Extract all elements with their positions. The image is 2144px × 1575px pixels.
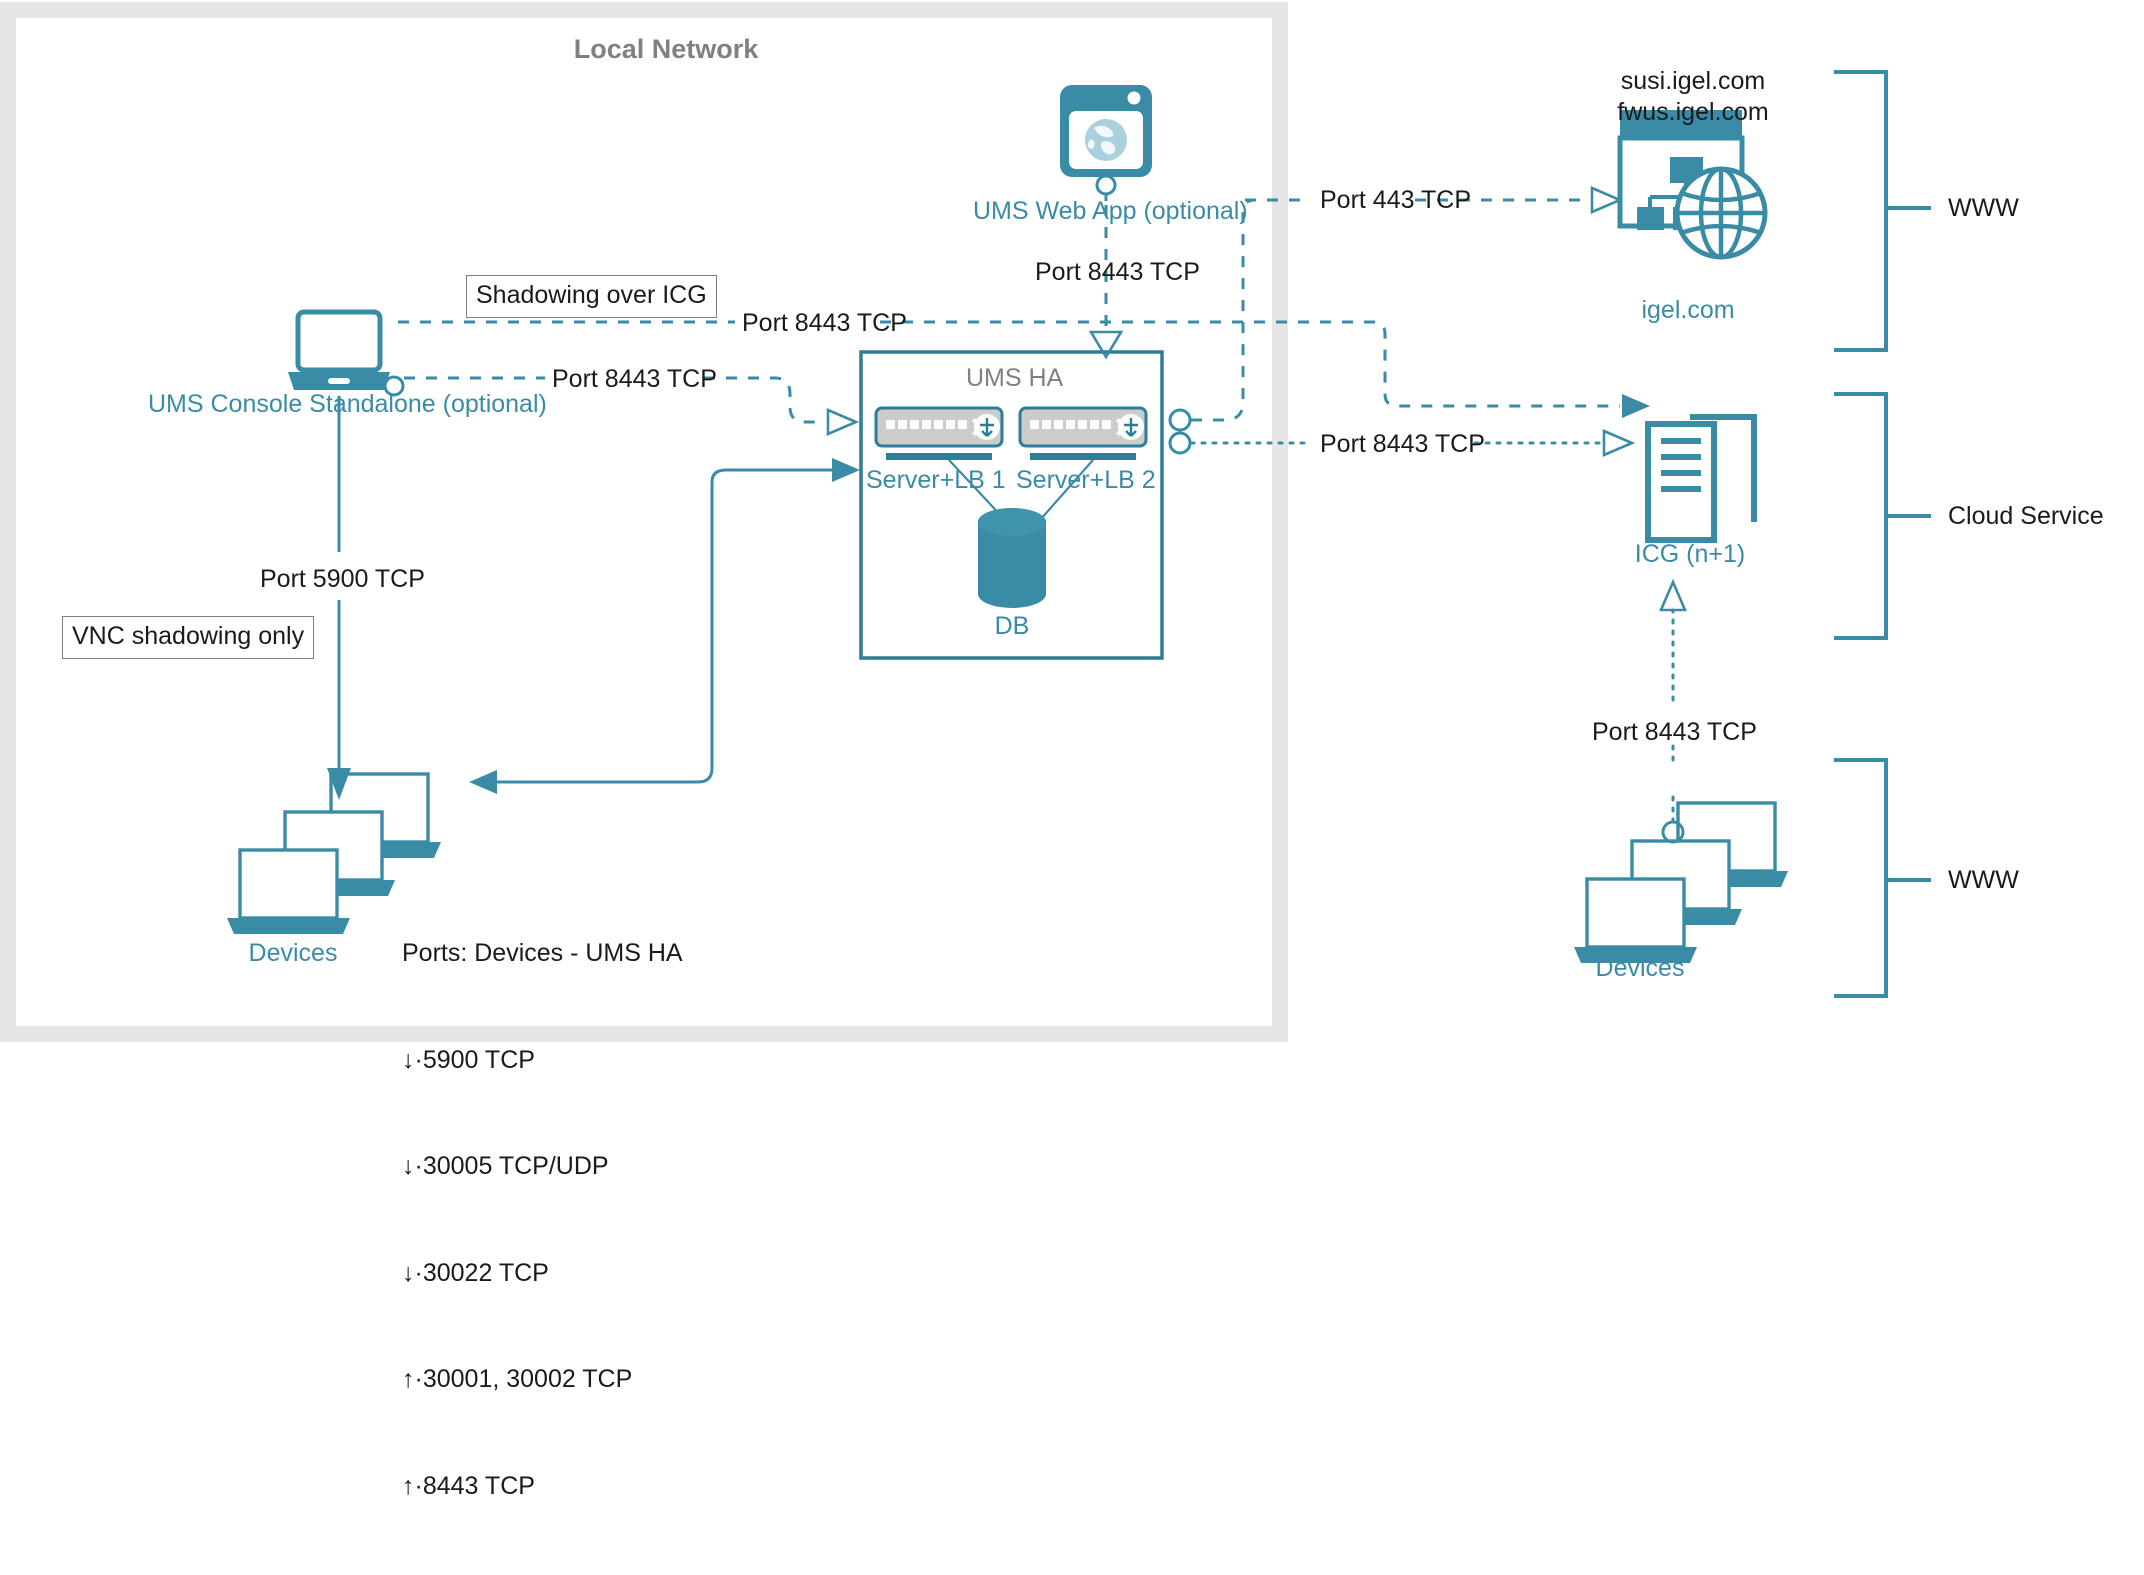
shadowing-over-icg-note: Shadowing over ICG xyxy=(466,275,717,318)
edge-label-console-to-ha: Port 8443 TCP xyxy=(552,365,717,393)
zone-label-www-bottom: WWW xyxy=(1948,866,2019,894)
edge-console-to-ha xyxy=(404,376,860,436)
zone-bracket-www-bottom xyxy=(1834,758,1931,998)
edge-label-webapp-to-igelcom: Port 443 TCP xyxy=(1320,186,1472,214)
edge-label-console-to-devices: Port 5900 TCP xyxy=(260,565,425,593)
ums-web-app-icon xyxy=(1060,85,1152,201)
igel-com-website-icon xyxy=(1617,110,1768,260)
zone-label-cloud-service: Cloud Service xyxy=(1948,502,2104,530)
ums-console-laptop-icon xyxy=(288,309,405,397)
zone-label-www-top: WWW xyxy=(1948,194,2019,222)
edge-webapp-to-igelcom xyxy=(1245,186,1624,214)
db-label: DB xyxy=(994,612,1030,640)
diagram-canvas: Local Network UMS Web App (optional) Por… xyxy=(0,2,2104,1500)
igel-hosts-line-1: susi.igel.com xyxy=(1620,67,1766,95)
edge-ha-to-igelcom-path xyxy=(1191,198,1256,422)
ums-console-label: UMS Console Standalone (optional) xyxy=(148,390,547,418)
ports-item: ↑·8443 TCP xyxy=(402,1471,535,1500)
server-lb-2-label: Server+LB 2 xyxy=(1016,466,1156,494)
vnc-shadowing-only-note: VNC shadowing only xyxy=(62,616,315,659)
ums-ha-box xyxy=(859,350,1164,660)
edge-label-ha-to-icg: Port 8443 TCP xyxy=(1320,430,1485,458)
ports-heading: Ports: Devices - UMS HA xyxy=(402,939,683,967)
devices-left-label: Devices xyxy=(248,939,338,967)
zone-bracket-cloud-service xyxy=(1834,392,1931,640)
ums-web-app-label: UMS Web App (optional) xyxy=(973,197,1248,225)
local-network-title: Local Network xyxy=(573,34,759,64)
network-diagram-svg xyxy=(0,2,1931,1042)
zone-bracket-www-top xyxy=(1834,70,1931,352)
edge-devices-to-icg xyxy=(1659,578,1687,824)
database-cylinder-icon xyxy=(978,508,1046,608)
edge-webapp-to-ha xyxy=(1088,205,1124,360)
ports-devices-ums-ha-list: Ports: Devices - UMS HA ↓·5900 TCP ↓·300… xyxy=(402,865,683,1575)
local-network-frame xyxy=(0,2,1288,1042)
edge-label-devices-to-icg: Port 8443 TCP xyxy=(1592,718,1757,746)
igel-com-label: igel.com xyxy=(1641,296,1735,324)
server-lb-1-label: Server+LB 1 xyxy=(866,466,1006,494)
devices-left-icon xyxy=(227,772,441,934)
ha-port-connectors xyxy=(1168,408,1192,455)
devices-right-label: Devices xyxy=(1595,954,1685,982)
ports-item: ↑·30001, 30002 TCP xyxy=(402,1365,633,1393)
edge-ha-to-devices-loop xyxy=(469,458,860,794)
ports-item: ↓·5900 TCP xyxy=(402,1045,535,1074)
server-lb-2-icon xyxy=(1018,406,1148,460)
ports-item: ↓·30022 TCP xyxy=(402,1258,549,1287)
ums-ha-title: UMS HA xyxy=(966,364,1064,392)
ports-item: ↓·30005 TCP/UDP xyxy=(402,1152,609,1180)
edge-label-console-shadowing: Port 8443 TCP xyxy=(742,309,907,337)
server-lb-1-icon xyxy=(874,406,1004,460)
edge-label-webapp-to-ha: Port 8443 TCP xyxy=(1035,258,1200,286)
edge-console-to-devices xyxy=(327,396,351,800)
igel-hosts-line-2: fwus.igel.com xyxy=(1617,98,1769,126)
edge-console-shadowing-over-icg xyxy=(398,320,1650,418)
icg-label: ICG (n+1) xyxy=(1634,540,1746,568)
icg-server-icon xyxy=(1645,414,1757,543)
edge-ha-to-icg xyxy=(1189,429,1636,457)
devices-right-icon xyxy=(1574,801,1788,963)
